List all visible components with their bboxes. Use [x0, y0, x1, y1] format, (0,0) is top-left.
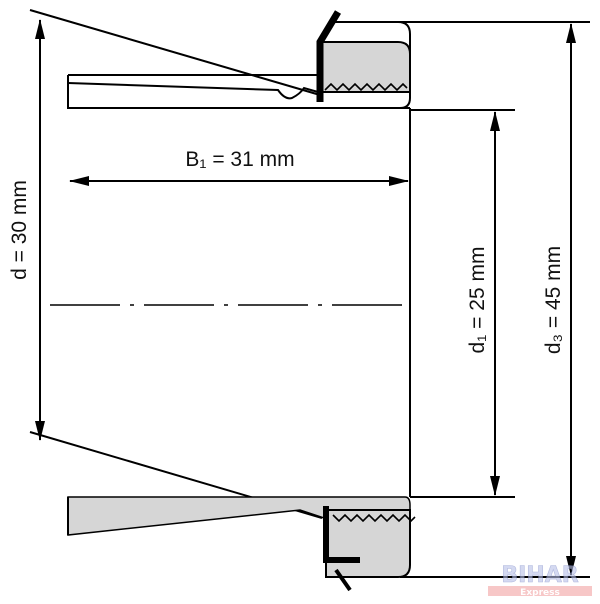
sleeve-top-wall — [67, 74, 410, 109]
sleeve-top-taper — [67, 82, 319, 100]
label-d: d = 30 mm — [8, 180, 31, 280]
watermark-title: BIHAR — [501, 563, 578, 588]
lockwasher-top — [316, 10, 342, 102]
thread-bottom — [332, 513, 416, 523]
label-d3: d₃ = 45 mm — [542, 246, 565, 354]
lockwasher-bottom — [323, 506, 360, 563]
locknut-top — [319, 41, 411, 93]
thread-top — [324, 82, 408, 92]
watermark-subtitle: Express — [520, 588, 560, 598]
taper-line-top — [29, 9, 321, 96]
watermark-logo: BIHAR Express — [488, 563, 592, 598]
label-b1: B₁ = 31 mm — [185, 148, 294, 171]
label-d1: d₁ = 25 mm — [466, 247, 489, 354]
